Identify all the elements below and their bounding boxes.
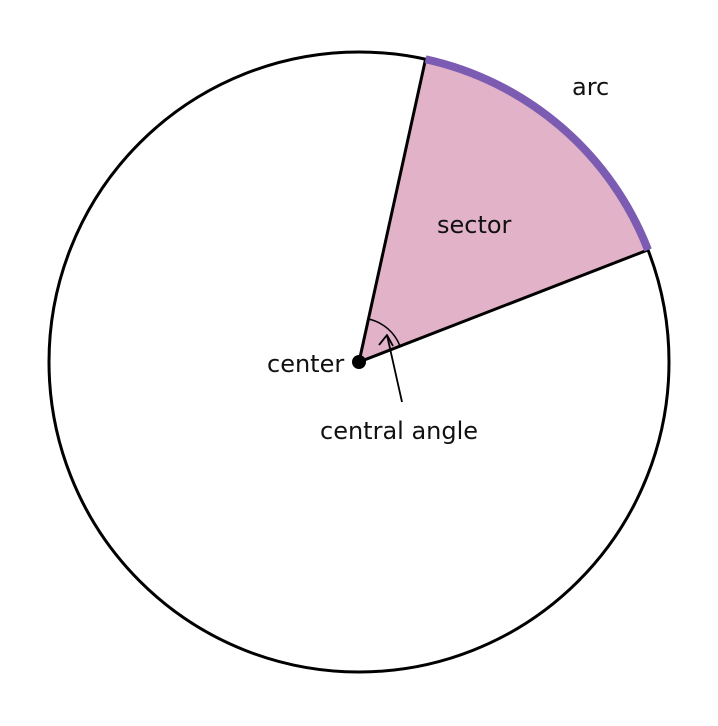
- central-angle-label: central angle: [320, 417, 478, 445]
- central-angle-marker: [368, 318, 401, 347]
- central-angle-pointer-line: [386, 334, 403, 403]
- arc-highlight: [424, 55, 652, 252]
- sector-fill: [359, 59, 649, 362]
- center-point: [352, 355, 366, 369]
- sector-radius-left: [357, 58, 428, 363]
- arc-label: arc: [572, 73, 609, 101]
- central-angle-arrowhead-icon: [378, 334, 394, 347]
- sector-radius-right: [358, 248, 649, 364]
- sector-label: sector: [437, 211, 512, 239]
- center-label: center: [267, 350, 344, 378]
- circle-outline: [47, 50, 671, 674]
